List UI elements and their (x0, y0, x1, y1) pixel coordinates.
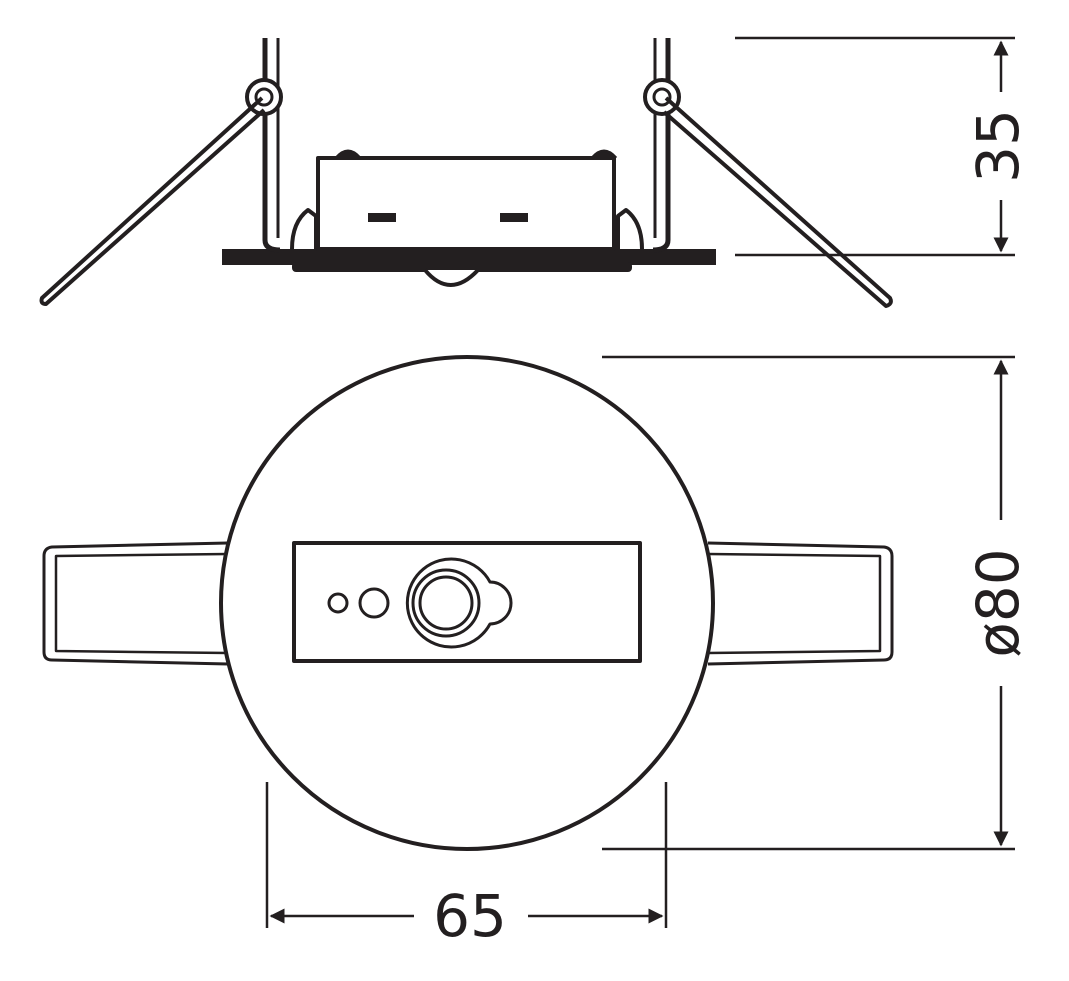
top-view-led (358, 587, 390, 619)
top-view-lens-outer (405, 557, 513, 649)
height-dimension (735, 36, 1015, 257)
top-view (42, 355, 894, 851)
diameter-dimension-label: ø80 (964, 548, 1032, 657)
cutout-dimension (265, 782, 668, 928)
top-view-spring-tab-right (707, 541, 894, 666)
side-view-bracket-left (262, 38, 281, 253)
side-view-slot-right (500, 213, 528, 222)
side-view-spring-arm-right (662, 96, 893, 308)
side-view-bracket-right (652, 38, 671, 253)
side-view (39, 38, 893, 308)
height-dimension-label: 35 (964, 109, 1032, 183)
diameter-dimension (602, 355, 1015, 851)
cutout-dimension-label: 65 (433, 882, 507, 950)
side-view-lens (423, 268, 480, 287)
side-view-slot-left (368, 213, 396, 222)
side-view-spring-arm-left (39, 96, 266, 306)
top-view-led-small (327, 592, 349, 614)
side-view-flange (222, 249, 716, 265)
side-view-housing (316, 156, 616, 251)
top-view-lens (411, 568, 481, 638)
top-view-spring-tab-left (42, 541, 229, 666)
